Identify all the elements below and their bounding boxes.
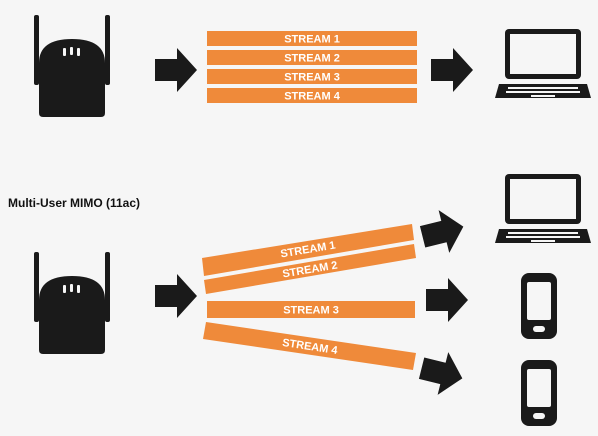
top-arrow-in-icon [155, 48, 197, 92]
top-stream-2: STREAM 2 [207, 50, 417, 65]
top-stream-stack: STREAM 1 STREAM 2 STREAM 3 STREAM 4 [207, 31, 417, 103]
bottom-arrow-out-2-icon [426, 278, 468, 322]
bottom-stream-1: STREAM 1 [202, 224, 414, 276]
top-stream-4-label: STREAM 4 [284, 91, 341, 103]
bottom-router-icon [34, 252, 110, 354]
bottom-phone-2-icon [521, 360, 557, 426]
mu-mimo-caption: Multi-User MIMO (11ac) [8, 196, 141, 210]
bottom-laptop-icon [495, 174, 591, 243]
bottom-arrow-in-icon [155, 274, 197, 318]
bottom-stream-3-label: STREAM 3 [283, 305, 339, 317]
top-stream-1-label: STREAM 1 [284, 34, 340, 46]
top-laptop-icon [495, 29, 591, 98]
top-stream-3: STREAM 3 [207, 69, 417, 84]
bottom-phone-1-icon [521, 273, 557, 339]
bottom-arrow-out-1-icon [417, 205, 469, 259]
bottom-stream-3: STREAM 3 [207, 301, 415, 318]
bottom-arrow-out-3-icon [416, 346, 468, 400]
bottom-stream-4: STREAM 4 [203, 322, 416, 370]
top-stream-3-label: STREAM 3 [284, 72, 340, 84]
top-router-icon [34, 15, 110, 117]
top-stream-1: STREAM 1 [207, 31, 417, 46]
top-arrow-out-icon [431, 48, 473, 92]
top-stream-4: STREAM 4 [207, 88, 417, 103]
top-stream-2-label: STREAM 2 [284, 53, 340, 65]
